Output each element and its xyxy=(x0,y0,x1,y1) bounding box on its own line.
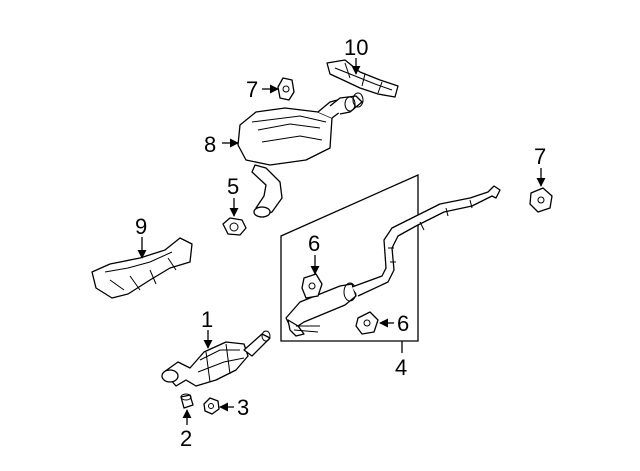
callout-8: 8 xyxy=(204,132,216,157)
callout-6-upper: 6 xyxy=(308,231,320,256)
callout-6-lower: 6 xyxy=(397,311,409,336)
hanger-insulator-top[interactable] xyxy=(277,77,295,101)
heat-shield-rear[interactable] xyxy=(326,59,399,98)
catalytic-converter[interactable] xyxy=(161,330,271,387)
callout-7-right: 7 xyxy=(534,144,546,169)
intermediate-pipe[interactable] xyxy=(285,185,501,337)
callout-1: 1 xyxy=(201,307,213,332)
callout-10: 10 xyxy=(344,35,368,60)
pipe-assembly-box xyxy=(280,173,419,342)
hanger-insulator-lower[interactable] xyxy=(355,311,379,335)
hanger-insulator-upper[interactable] xyxy=(301,273,323,299)
callout-9: 9 xyxy=(135,214,147,239)
stud[interactable] xyxy=(180,393,194,409)
callout-4: 4 xyxy=(395,355,407,380)
callout-7-top: 7 xyxy=(246,77,258,102)
callout-2: 2 xyxy=(180,426,192,451)
nut[interactable] xyxy=(203,397,220,415)
callout-5: 5 xyxy=(227,174,239,199)
hanger-insulator-right[interactable] xyxy=(529,187,553,213)
callout-3: 3 xyxy=(237,395,249,420)
gasket[interactable] xyxy=(222,217,247,236)
muffler-assembly[interactable] xyxy=(237,92,364,218)
